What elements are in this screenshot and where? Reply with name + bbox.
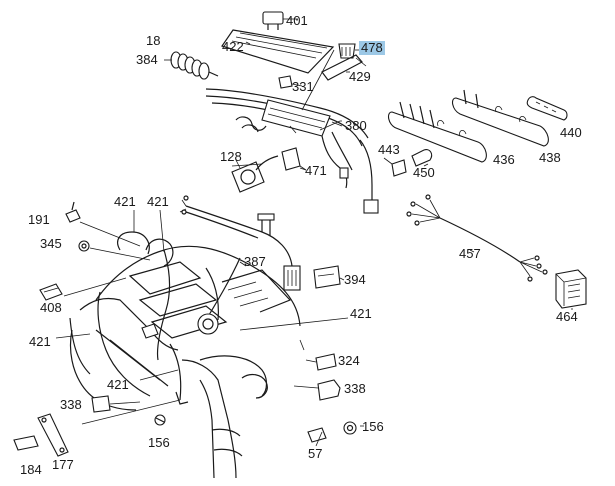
part-label-450[interactable]: 450 — [413, 165, 435, 180]
part-338b-drawing — [293, 379, 341, 401]
leader-lines — [55, 19, 573, 447]
part-191-drawing — [65, 201, 81, 223]
part-345-drawing — [78, 240, 90, 252]
strip-438-drawing — [451, 89, 549, 147]
part-label-440[interactable]: 440 — [560, 125, 582, 140]
part-401-drawing — [262, 11, 298, 30]
part-label-384[interactable]: 384 — [136, 52, 158, 67]
part-label-457[interactable]: 457 — [459, 246, 481, 261]
part-label-18[interactable]: 18 — [146, 33, 161, 48]
part-label-156-left[interactable]: 156 — [148, 435, 170, 450]
part-label-436[interactable]: 436 — [493, 152, 515, 167]
part-338a-drawing — [91, 395, 141, 413]
part-label-191[interactable]: 191 — [28, 212, 50, 227]
part-label-464[interactable]: 464 — [556, 309, 578, 324]
part-label-324[interactable]: 324 — [338, 353, 360, 368]
part-label-438[interactable]: 438 — [539, 150, 561, 165]
part-label-128[interactable]: 128 — [220, 149, 242, 164]
part-label-408[interactable]: 408 — [40, 300, 62, 315]
part-label-338-right[interactable]: 338 — [344, 381, 366, 396]
part-label-184[interactable]: 184 — [20, 462, 42, 477]
part-57-drawing — [307, 427, 327, 443]
part-394-drawing — [313, 265, 341, 289]
part-label-345[interactable]: 345 — [40, 236, 62, 251]
part-label-156-right[interactable]: 156 — [362, 419, 384, 434]
part-label-422[interactable]: 422 — [222, 39, 244, 54]
gasket-429-drawing — [321, 54, 363, 81]
part-label-443[interactable]: 443 — [378, 142, 400, 157]
part-label-394[interactable]: 394 — [344, 272, 366, 287]
part-156b-drawing — [343, 421, 357, 435]
part-label-387[interactable]: 387 — [244, 254, 266, 269]
part-label-331[interactable]: 331 — [292, 79, 314, 94]
part-label-380[interactable]: 380 — [345, 118, 367, 133]
part-label-338-left[interactable]: 338 — [60, 397, 82, 412]
lens-440-drawing — [526, 96, 568, 121]
engine-block-drawing — [69, 231, 301, 479]
relay-464-drawing — [555, 269, 587, 309]
part-184-177-drawing — [13, 413, 69, 457]
boot-384-drawing — [164, 51, 219, 80]
gasket-422-drawing — [221, 29, 335, 74]
harness-380-drawing — [205, 88, 379, 214]
part-label-421-left[interactable]: 421 — [29, 334, 51, 349]
bulb-450-drawing — [411, 149, 433, 167]
part-label-421-right[interactable]: 421 — [350, 306, 372, 321]
strip-436-drawing — [387, 101, 487, 163]
part-label-177[interactable]: 177 — [52, 457, 74, 472]
part-label-471[interactable]: 471 — [305, 163, 327, 178]
part-156a-drawing — [154, 414, 166, 426]
part-324-drawing — [305, 353, 337, 371]
part-label-401[interactable]: 401 — [286, 13, 308, 28]
part-label-421-bottom[interactable]: 421 — [107, 377, 129, 392]
clip-331-drawing — [278, 75, 293, 89]
part-label-57[interactable]: 57 — [308, 446, 323, 461]
part-443-drawing — [383, 157, 407, 177]
part-label-421-top-left[interactable]: 421 — [114, 194, 136, 209]
part-471-drawing — [281, 147, 307, 171]
part-label-421-top-right[interactable]: 421 — [147, 194, 169, 209]
harness-457-drawing — [406, 194, 548, 282]
part-label-429[interactable]: 429 — [349, 69, 371, 84]
part-408-drawing — [39, 283, 63, 301]
part-label-478[interactable]: 478 — [359, 40, 385, 55]
harness-387-drawing — [179, 195, 301, 321]
part-478-drawing — [338, 43, 362, 59]
